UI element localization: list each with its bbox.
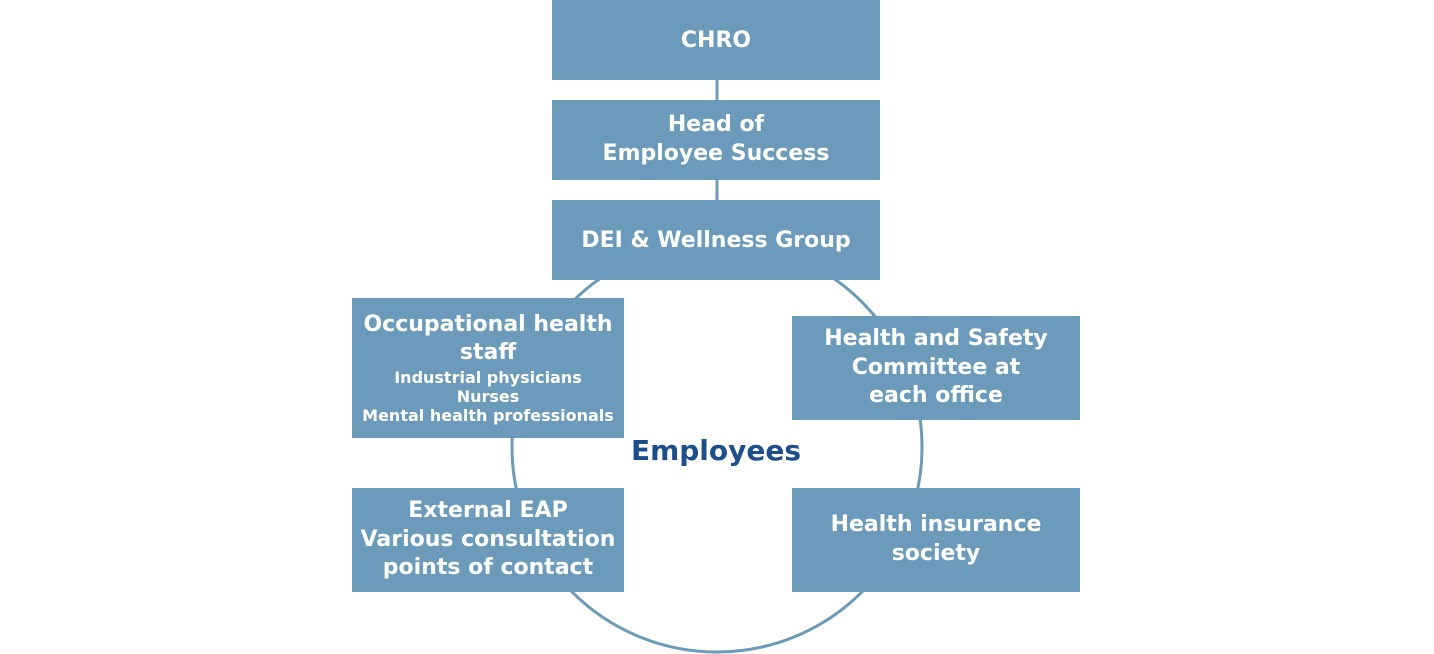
chro-box: CHRO [552,0,880,80]
eap-line1: External EAP [408,498,568,524]
insurance-line2: society [891,541,981,566]
chro-label: CHRO [680,27,752,53]
committee-line3: each office [869,383,1003,409]
head-line1: Head of [667,112,765,138]
external-eap-box: External EAP Various consultation points… [352,488,624,592]
dei-wellness-group-box: DEI & Wellness Group [552,200,880,280]
occupational-title-line1: Occupational health [363,311,613,337]
dei-label: DEI & Wellness Group [581,227,851,253]
committee-line2: Committee at [851,354,1021,380]
insurance-line1: Health insurance [830,512,1042,538]
employees-label: Employees [630,434,802,467]
head-of-employee-success-box: Head of Employee Success [552,100,880,180]
head-line2: Employee Success [602,141,830,166]
occupational-item: Industrial physicians [394,367,582,387]
committee-line1: Health and Safety [824,326,1048,352]
occupational-title-line2: staff [459,340,517,366]
occupational-item: Nurses [456,387,520,406]
occupational-health-staff-box: Occupational health staff Industrial phy… [352,298,624,438]
health-safety-committee-box: Health and Safety Committee at each offi… [792,316,1080,420]
health-insurance-society-box: Health insurance society [792,488,1080,592]
occupational-item: Mental health professionals [362,406,614,426]
eap-line2: Various consultation [360,526,616,552]
eap-line3: points of contact [382,555,594,581]
